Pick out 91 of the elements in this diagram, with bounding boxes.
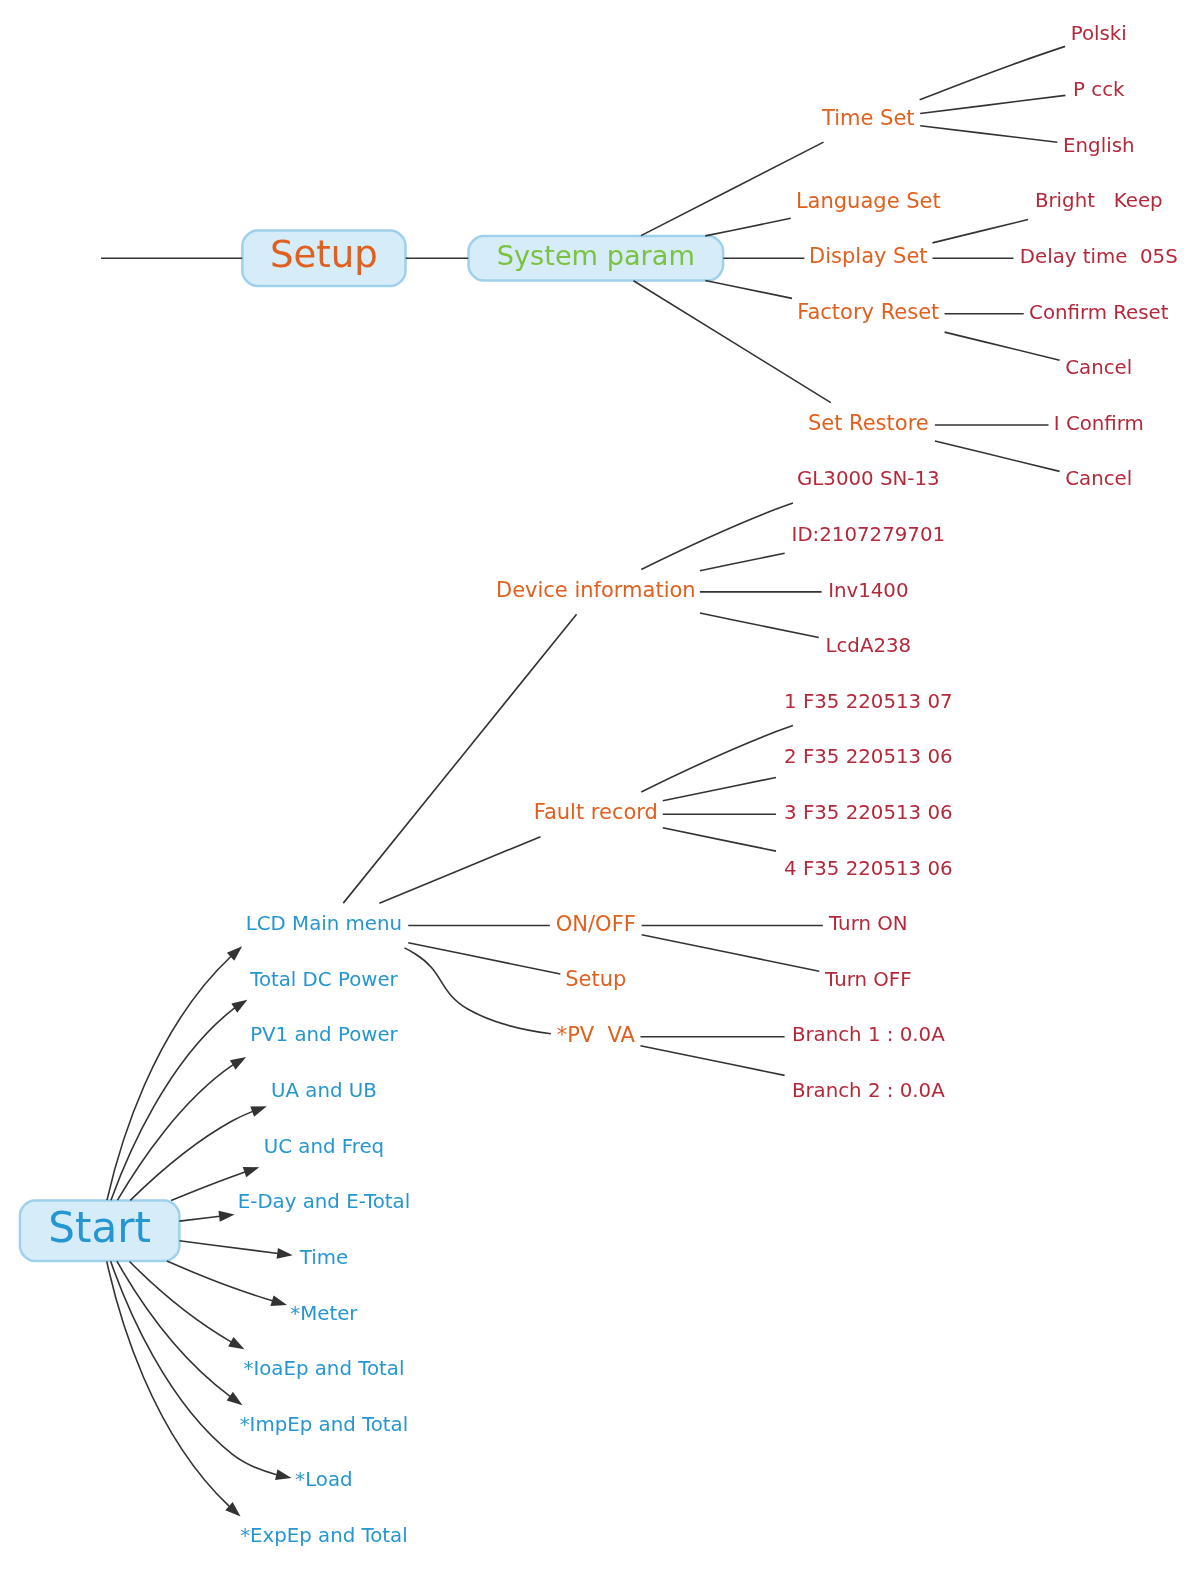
connector xyxy=(661,813,777,816)
connector xyxy=(632,279,832,404)
connector xyxy=(407,941,562,975)
connector xyxy=(640,724,794,793)
node-text: LcdA238 xyxy=(825,634,912,658)
arrow xyxy=(178,1210,235,1222)
node-text: ID:2107279701 xyxy=(791,522,946,546)
node-box: Start xyxy=(18,1199,181,1263)
connector xyxy=(699,591,823,593)
node-text: Setup xyxy=(565,967,627,992)
node-text: 2 F35 220513 06 xyxy=(784,745,953,769)
node-text: Turn OFF xyxy=(825,967,912,991)
connector xyxy=(378,835,542,904)
node-text: 4 F35 220513 06 xyxy=(784,856,953,880)
connector xyxy=(943,313,1025,315)
node-text: Branch 2 : 0.0A xyxy=(791,1079,945,1103)
node-text: Cancel xyxy=(1065,467,1133,491)
node-text: Delay time 05S xyxy=(1019,244,1178,268)
node-text: Bright Keep xyxy=(1034,189,1163,213)
node-text: Fault record xyxy=(533,800,658,825)
node-box: System param xyxy=(467,234,725,282)
connector xyxy=(661,827,777,852)
node-text: Confirm Reset xyxy=(1029,300,1169,324)
connector xyxy=(722,257,806,259)
node-text: Total DC Power xyxy=(250,967,398,991)
arrow xyxy=(110,999,248,1202)
node-text: *Load xyxy=(295,1468,353,1492)
node-text: Inv1400 xyxy=(828,578,909,602)
node-text: LCD Main menu xyxy=(245,912,403,936)
node-text: Branch 1 : 0.0A xyxy=(791,1023,945,1047)
node-text: Time Set xyxy=(822,105,915,130)
node-text: Factory Reset xyxy=(797,299,940,324)
connector xyxy=(404,257,469,259)
arrow xyxy=(116,1057,247,1202)
node-text: 3 F35 220513 06 xyxy=(784,801,953,824)
node-text: Display Set xyxy=(809,244,928,269)
node-text: Device information xyxy=(495,577,696,602)
arrow xyxy=(105,1260,241,1517)
connector xyxy=(934,440,1061,473)
connector xyxy=(931,257,1015,259)
connector xyxy=(639,1044,786,1077)
connector xyxy=(919,125,1059,143)
node-text: Polski xyxy=(1070,22,1127,46)
node-text: GL3000 SN-13 xyxy=(797,467,940,491)
connector xyxy=(699,552,786,572)
arrow xyxy=(128,1260,245,1350)
arrow xyxy=(129,1106,267,1202)
node-text: English xyxy=(1063,133,1135,157)
node-text: I Confirm xyxy=(1053,411,1144,435)
connector xyxy=(640,502,794,571)
node-text: *PV VA xyxy=(556,1022,635,1047)
connector xyxy=(943,331,1061,361)
node-text: P cck xyxy=(1073,78,1125,102)
node-text: *ImpEp and Total xyxy=(239,1412,409,1436)
connector xyxy=(704,279,793,300)
node-text: *Meter xyxy=(290,1301,358,1325)
connector xyxy=(934,424,1050,426)
connector xyxy=(407,924,551,927)
connector xyxy=(931,218,1029,244)
connector xyxy=(639,1035,786,1038)
node-text: Set Restore xyxy=(807,411,929,436)
node-text: E-Day and E-Total xyxy=(237,1190,411,1214)
node-box: Setup xyxy=(241,229,407,288)
node-text: ON/OFF xyxy=(555,911,636,936)
connector xyxy=(704,217,792,237)
node-text: *IoaEp and Total xyxy=(243,1357,405,1381)
connector xyxy=(699,612,820,639)
connector xyxy=(918,45,1066,101)
arrow xyxy=(178,1240,293,1259)
node-text: PV1 and Power xyxy=(250,1023,398,1047)
connector xyxy=(100,257,243,259)
arrow xyxy=(116,1260,243,1406)
arrow xyxy=(166,1260,287,1306)
node-text: UA and UB xyxy=(271,1079,377,1103)
node-text: Time xyxy=(299,1245,349,1269)
node-text: *ExpEp and Total xyxy=(240,1523,408,1547)
connector xyxy=(640,141,825,237)
connector xyxy=(661,776,777,802)
arrow xyxy=(109,1260,292,1480)
connector xyxy=(640,933,821,973)
node-text: Cancel xyxy=(1065,356,1133,380)
node-text: 1 F35 220513 07 xyxy=(784,689,953,713)
connector xyxy=(640,924,824,927)
node-text: Turn ON xyxy=(829,912,908,936)
node-text: UC and Freq xyxy=(263,1134,385,1158)
arrow xyxy=(106,946,243,1201)
connector xyxy=(403,947,552,1035)
node-text: Language Set xyxy=(795,188,941,213)
connector xyxy=(919,94,1067,115)
connector xyxy=(342,613,578,904)
arrow xyxy=(170,1167,260,1202)
